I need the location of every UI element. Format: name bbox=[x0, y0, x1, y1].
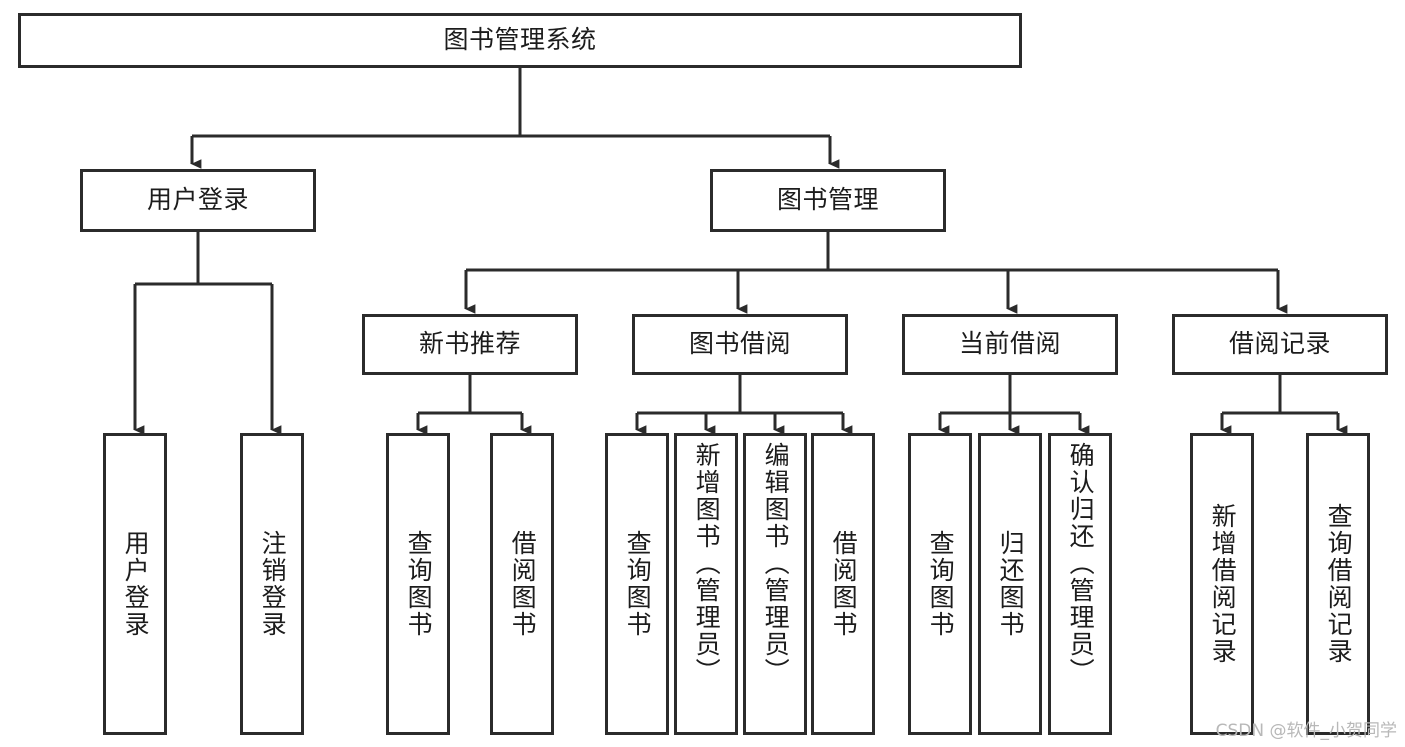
node-leaf-return-book[interactable]: 归还图书 bbox=[978, 433, 1042, 735]
node-label: 图书管理系统 bbox=[443, 25, 597, 55]
node-user-login[interactable]: 用户登录 bbox=[80, 169, 316, 232]
node-root-system[interactable]: 图书管理系统 bbox=[18, 13, 1022, 68]
node-leaf-confirm-return-admin[interactable]: 确认归还（管理员） bbox=[1048, 433, 1112, 735]
node-leaf-query-book-current[interactable]: 查询图书 bbox=[908, 433, 972, 735]
node-label: 用户登录 bbox=[146, 185, 249, 215]
node-leaf-add-book-admin[interactable]: 新增图书（管理员） bbox=[674, 433, 738, 735]
node-leaf-logout[interactable]: 注销登录 bbox=[240, 433, 304, 735]
node-current-borrow[interactable]: 当前借阅 bbox=[902, 314, 1118, 375]
node-new-book-recommend[interactable]: 新书推荐 bbox=[362, 314, 578, 375]
node-label: 图书借阅 bbox=[688, 329, 791, 359]
watermark-text: CSDN @软件_小贺同学 bbox=[1215, 721, 1397, 741]
node-label: 查询图书 bbox=[623, 530, 653, 638]
node-label: 查询图书 bbox=[404, 530, 434, 638]
node-label: 图书管理 bbox=[776, 185, 879, 215]
node-label: 编辑图书（管理员） bbox=[761, 442, 791, 685]
node-label: 查询借阅记录 bbox=[1324, 503, 1354, 665]
node-label: 借阅记录 bbox=[1228, 329, 1331, 359]
node-label: 新增图书（管理员） bbox=[692, 442, 722, 685]
node-label: 查询图书 bbox=[926, 530, 956, 638]
node-label: 归还图书 bbox=[996, 530, 1026, 638]
node-leaf-query-book-recommend[interactable]: 查询图书 bbox=[386, 433, 450, 735]
node-label: 借阅图书 bbox=[508, 530, 538, 638]
node-label: 借阅图书 bbox=[829, 530, 859, 638]
node-book-borrow[interactable]: 图书借阅 bbox=[632, 314, 848, 375]
node-label: 用户登录 bbox=[121, 530, 151, 638]
node-label: 注销登录 bbox=[258, 530, 288, 638]
node-label: 新书推荐 bbox=[418, 329, 521, 359]
node-leaf-borrow-book[interactable]: 借阅图书 bbox=[811, 433, 875, 735]
node-leaf-query-borrow-record[interactable]: 查询借阅记录 bbox=[1306, 433, 1370, 735]
node-leaf-query-book-borrow[interactable]: 查询图书 bbox=[605, 433, 669, 735]
node-label: 新增借阅记录 bbox=[1208, 503, 1238, 665]
node-leaf-user-login[interactable]: 用户登录 bbox=[103, 433, 167, 735]
node-leaf-add-borrow-record[interactable]: 新增借阅记录 bbox=[1190, 433, 1254, 735]
node-leaf-borrow-book-recommend[interactable]: 借阅图书 bbox=[490, 433, 554, 735]
node-label: 当前借阅 bbox=[958, 329, 1061, 359]
node-leaf-edit-book-admin[interactable]: 编辑图书（管理员） bbox=[743, 433, 807, 735]
node-borrow-record[interactable]: 借阅记录 bbox=[1172, 314, 1388, 375]
node-label: 确认归还（管理员） bbox=[1066, 442, 1096, 685]
node-book-management[interactable]: 图书管理 bbox=[710, 169, 946, 232]
